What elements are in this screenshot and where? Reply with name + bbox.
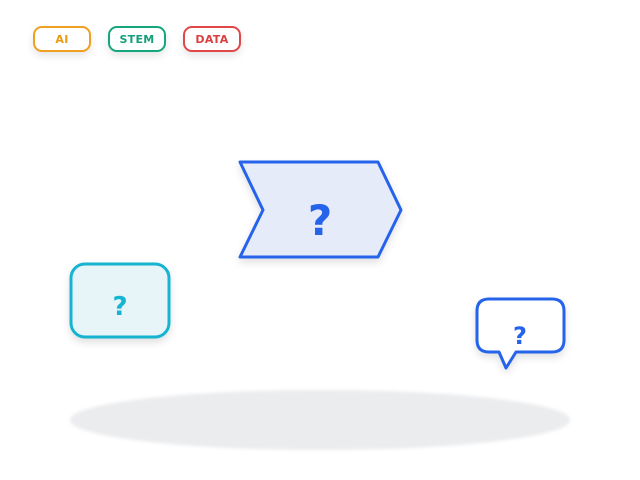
chevron-arrow-shape-icon[interactable] — [238, 160, 403, 259]
tag-data-label: DATA — [195, 32, 229, 46]
tag-stem-label: STEM — [119, 32, 155, 46]
tag-ai-label: AI — [55, 32, 69, 46]
speech-bubble-shape-icon[interactable] — [475, 297, 566, 370]
tag-stem[interactable]: STEM — [108, 26, 166, 52]
tag-data[interactable]: DATA — [183, 26, 241, 52]
tag-ai[interactable]: AI — [33, 26, 91, 52]
floor-shadow — [70, 390, 570, 450]
arrow-label: ? — [308, 196, 332, 245]
bubble-label: ? — [513, 322, 527, 350]
card-label: ? — [112, 292, 127, 322]
rounded-card-shape-icon[interactable] — [69, 262, 171, 339]
